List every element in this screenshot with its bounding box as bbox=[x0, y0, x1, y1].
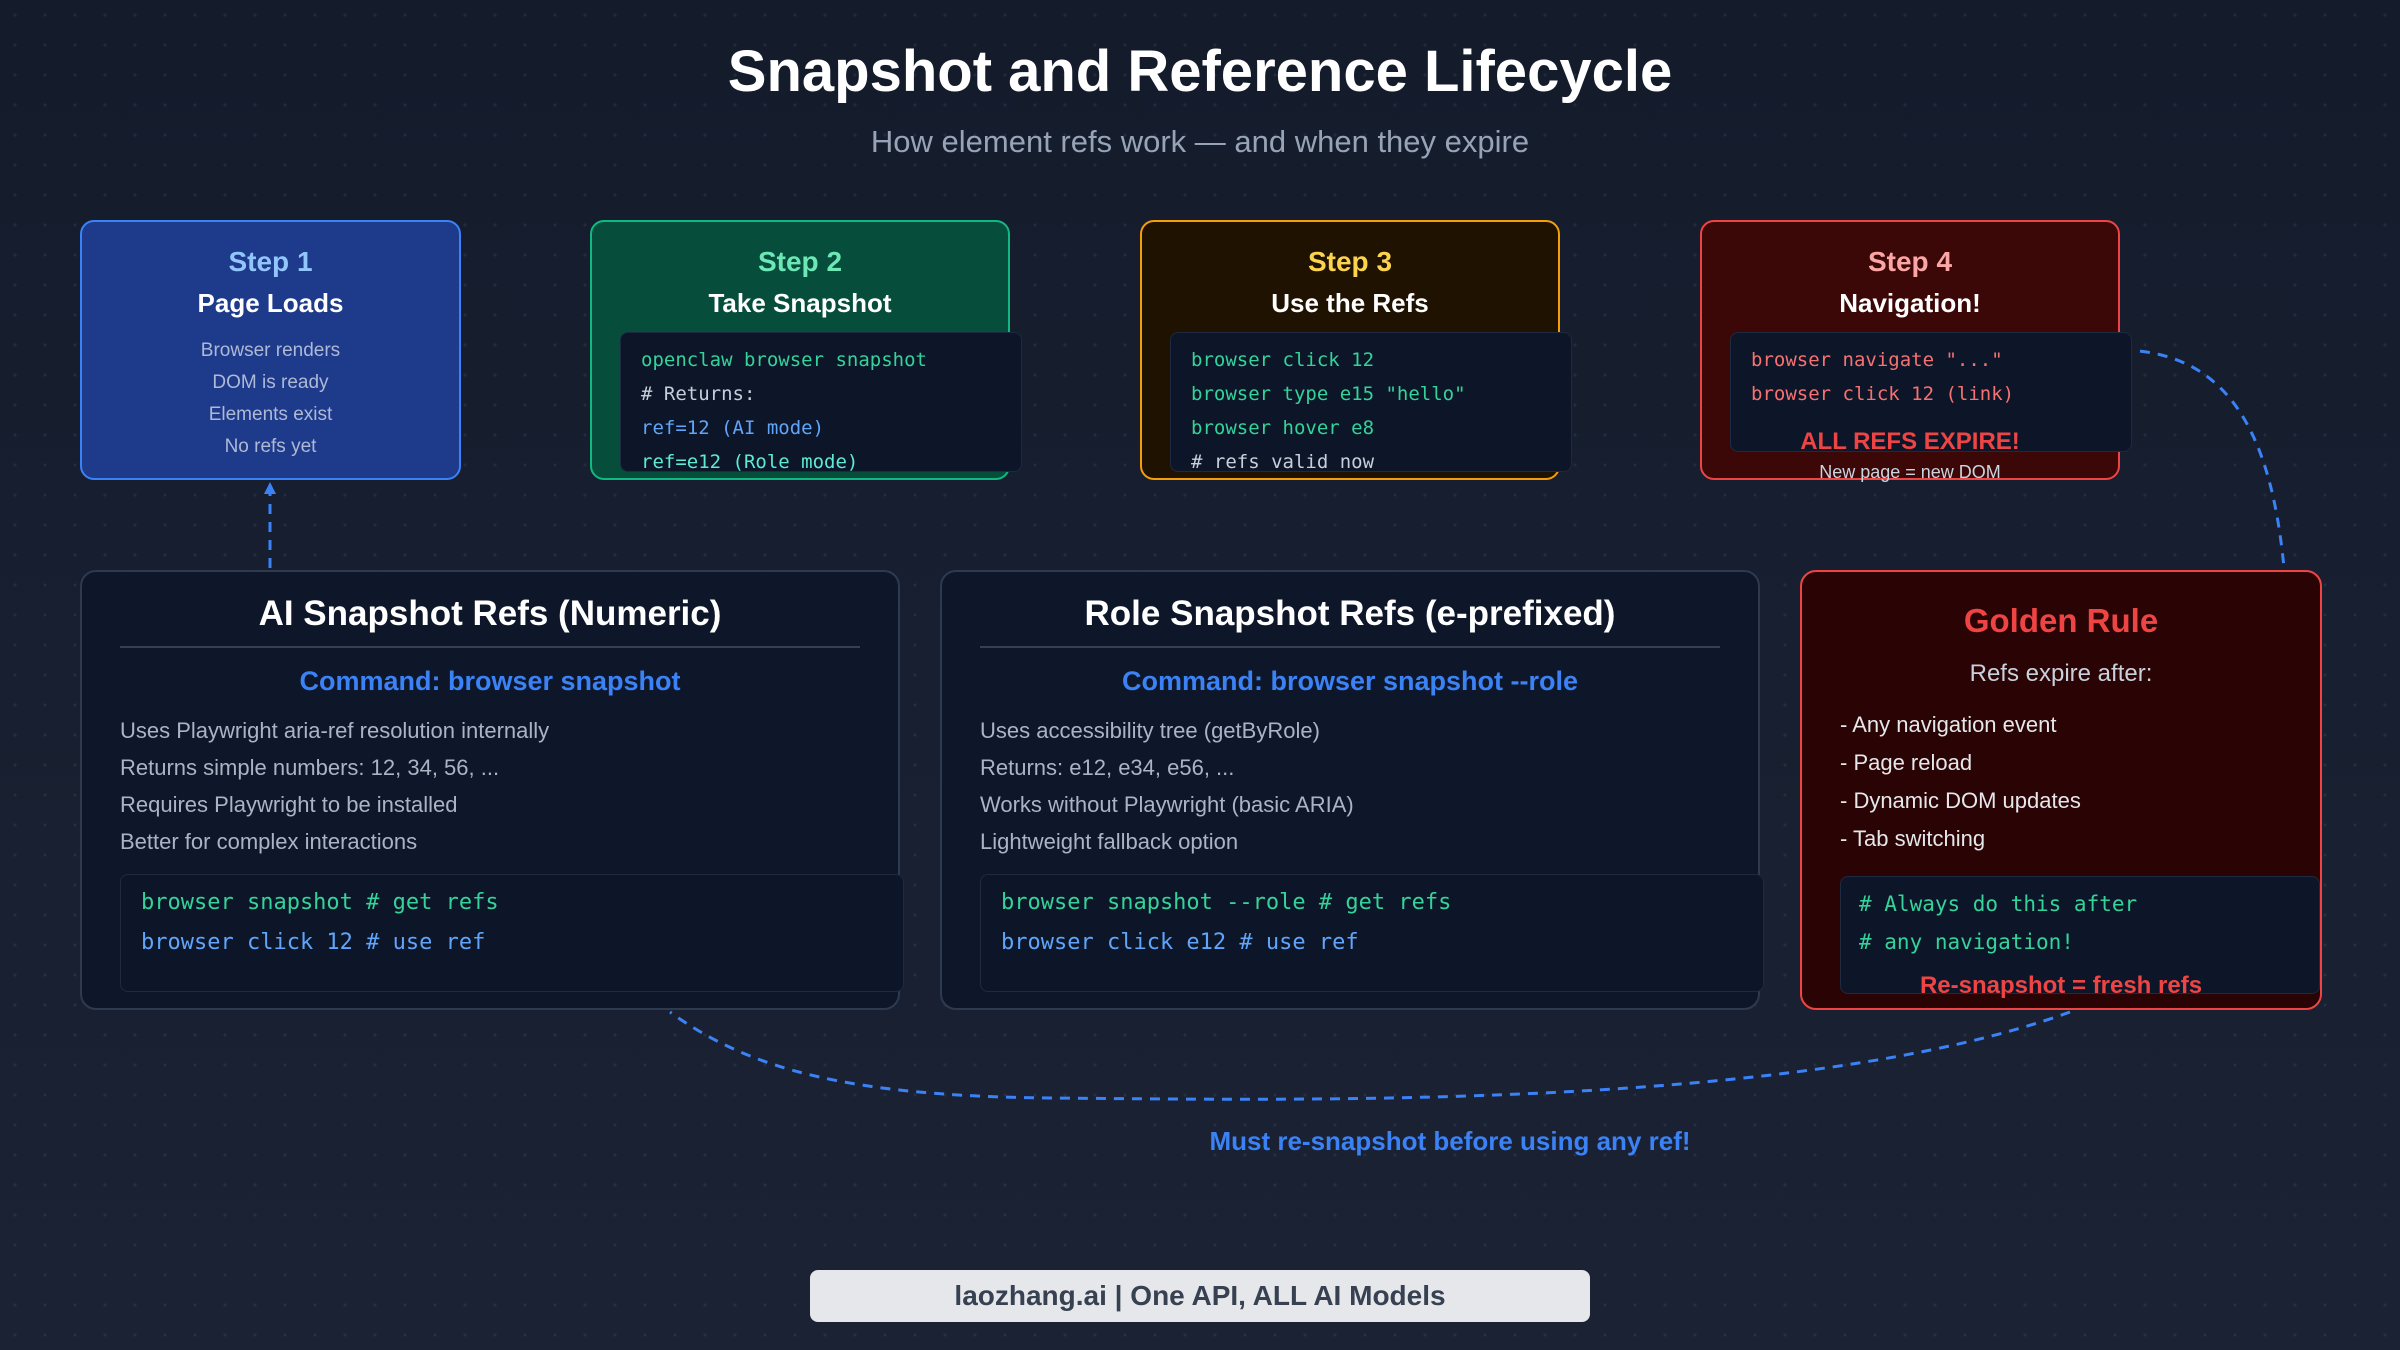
step-3-title: Use the Refs bbox=[1271, 288, 1429, 318]
divider bbox=[980, 646, 1720, 648]
list-item: - Any navigation event bbox=[1840, 712, 2057, 737]
step-1-number: Step 1 bbox=[228, 246, 313, 277]
footer-banner: laozhang.ai | One API, ALL AI Models bbox=[810, 1270, 1590, 1322]
code-line: browser snapshot --role # get refs bbox=[1001, 890, 1452, 915]
panel-line: Better for complex interactions bbox=[120, 829, 418, 854]
code-line: # Returns: bbox=[641, 383, 756, 405]
golden-rule-code-block: # Always do this after # any navigation! bbox=[1840, 876, 2320, 994]
list-item: - Dynamic DOM updates bbox=[1840, 788, 2081, 813]
code-line: # Always do this after bbox=[1859, 892, 2138, 916]
panel-line: Requires Playwright to be installed bbox=[120, 792, 458, 817]
list-item: - Page reload bbox=[1840, 750, 1973, 775]
step-1-line: Browser renders bbox=[200, 340, 341, 361]
curve-loop-back bbox=[669, 1010, 2071, 1101]
list-item: - Tab switching bbox=[1840, 826, 1986, 851]
golden-rule-panel: Golden Rule Refs expire after: - Any nav… bbox=[1800, 570, 2322, 1010]
ai-panel-title: AI Snapshot Refs (Numeric) bbox=[258, 594, 722, 633]
panel-line: Uses accessibility tree (getByRole) bbox=[980, 718, 1320, 743]
curve-step4-to-golden-rule bbox=[2121, 348, 2286, 569]
step-4-card: Step 4 Navigation! browser navigate "...… bbox=[1700, 220, 2132, 482]
panel-line: Returns simple numbers: 12, 34, 56, ... bbox=[120, 755, 500, 780]
ai-panel-code-block: browser snapshot # get refs browser clic… bbox=[120, 874, 904, 992]
step-3-number: Step 3 bbox=[1307, 246, 1393, 277]
code-line: # refs valid now bbox=[1191, 451, 1375, 473]
step-1-line: Elements exist bbox=[208, 404, 333, 425]
step-3-code-block: browser click 12 browser type e15 "hello… bbox=[1170, 332, 1572, 473]
page-title: Snapshot and Reference Lifecycle bbox=[727, 39, 1673, 104]
code-line: browser hover e8 bbox=[1191, 417, 1375, 439]
ai-panel-command: Command: browser snapshot bbox=[299, 666, 681, 696]
golden-rule-title: Golden Rule bbox=[1963, 602, 2159, 639]
role-panel-title: Role Snapshot Refs (e-prefixed) bbox=[1084, 594, 1616, 633]
step-3-card: Step 3 Use the Refs browser click 12 bro… bbox=[1140, 220, 1572, 480]
step-1-title: Page Loads bbox=[197, 288, 344, 318]
code-line: browser click 12 bbox=[1191, 349, 1375, 371]
step-2-card: Step 2 Take Snapshot openclaw browser sn… bbox=[590, 220, 1022, 480]
code-line: ref=12 (AI mode) bbox=[641, 417, 825, 439]
refs-expire-warning: ALL REFS EXPIRE! bbox=[1800, 428, 2020, 455]
step-1-description: Browser renders DOM is ready Elements ex… bbox=[82, 335, 459, 463]
golden-rule-list: - Any navigation event - Page reload - D… bbox=[1840, 706, 2081, 858]
role-panel-code-block: browser snapshot --role # get refs brows… bbox=[980, 874, 1764, 992]
code-line: browser type e15 "hello" bbox=[1191, 383, 1466, 405]
golden-rule-subtitle: Refs expire after: bbox=[1969, 660, 2153, 687]
step-1-line: No refs yet bbox=[224, 436, 317, 457]
step-4-title: Navigation! bbox=[1839, 288, 1981, 318]
role-panel-description: Uses accessibility tree (getByRole) Retu… bbox=[980, 712, 1354, 860]
step-2-number: Step 2 bbox=[757, 246, 843, 277]
role-panel-command: Command: browser snapshot --role bbox=[1121, 666, 1579, 696]
panel-line: Lightweight fallback option bbox=[980, 829, 1239, 854]
code-line: browser click 12 (link) bbox=[1751, 383, 2015, 405]
step-4-code-block: browser navigate "..." browser click 12 … bbox=[1730, 332, 2132, 452]
panel-line: Returns: e12, e34, e56, ... bbox=[980, 755, 1235, 780]
step-1-line: DOM is ready bbox=[212, 372, 329, 393]
divider bbox=[120, 646, 860, 648]
step-2-title: Take Snapshot bbox=[708, 288, 892, 318]
step-2-code-block: openclaw browser snapshot # Returns: ref… bbox=[620, 332, 1022, 473]
refs-expire-note: New page = new DOM bbox=[1819, 462, 2001, 482]
ai-panel-description: Uses Playwright aria-ref resolution inte… bbox=[120, 712, 549, 860]
step-4-number: Step 4 bbox=[1867, 246, 1953, 277]
panel-line: Uses Playwright aria-ref resolution inte… bbox=[120, 718, 550, 743]
loop-label: Must re-snapshot before using any ref! bbox=[1209, 1126, 1691, 1156]
step-1-card: Step 1 Page Loads Browser renders DOM is… bbox=[80, 220, 461, 480]
code-line: openclaw browser snapshot bbox=[641, 349, 927, 371]
golden-rule-footer: Re-snapshot = fresh refs bbox=[1919, 972, 2203, 999]
ai-snapshot-panel: AI Snapshot Refs (Numeric) Command: brow… bbox=[80, 570, 904, 1010]
code-line: ref=e12 (Role mode) bbox=[641, 451, 859, 473]
role-snapshot-panel: Role Snapshot Refs (e-prefixed) Command:… bbox=[940, 570, 1764, 1010]
panel-line: Works without Playwright (basic ARIA) bbox=[980, 792, 1354, 817]
code-line: browser click e12 # use ref bbox=[1001, 930, 1359, 955]
page-subtitle: How element refs work — and when they ex… bbox=[870, 124, 1530, 159]
code-line: browser navigate "..." bbox=[1751, 349, 2003, 371]
code-line: browser snapshot # get refs bbox=[141, 890, 499, 915]
code-line: browser click 12 # use ref bbox=[141, 930, 486, 955]
code-line: # any navigation! bbox=[1859, 930, 2074, 954]
